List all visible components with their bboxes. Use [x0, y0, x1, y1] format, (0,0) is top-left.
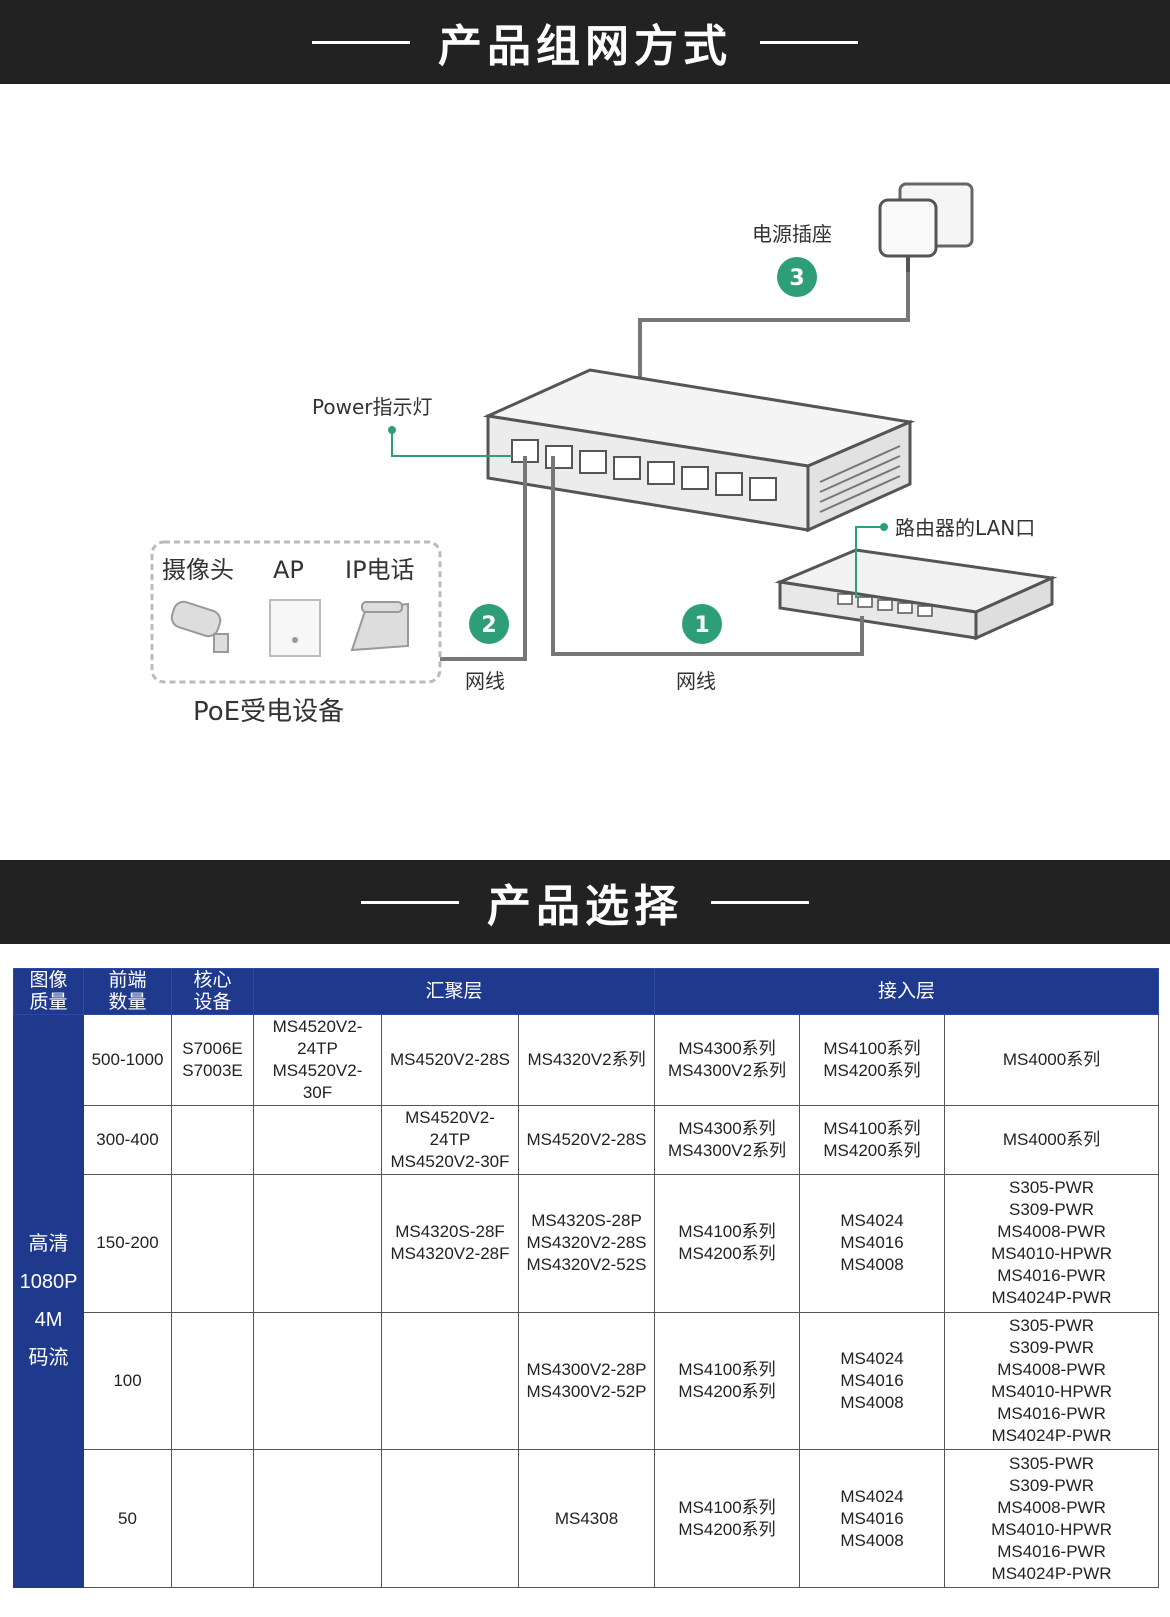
- quality-cell: 高清 1080P 4M 码流: [13, 1014, 84, 1588]
- banner-right-rule: [760, 40, 858, 44]
- table-cell-core: [171, 1105, 254, 1175]
- svg-text:3: 3: [789, 266, 804, 291]
- table-cell-acc2: MS4024 MS4016 MS4008: [799, 1173, 946, 1313]
- power-indicator-label: Power指示灯: [312, 395, 432, 419]
- network-diagram: 电源插座 3 Power指示灯 路: [150, 182, 1058, 727]
- table-cell-agg2: MS4520V2-28S: [381, 1013, 519, 1107]
- poe-device-ap-label: AP: [273, 556, 304, 584]
- table-cell-agg3: MS4300V2-28P MS4300V2-52P: [517, 1311, 656, 1451]
- table-cell-acc1: MS4100系列 MS4200系列: [654, 1449, 801, 1588]
- cable-1-label: 网线: [676, 669, 716, 693]
- table-cell-acc2: MS4100系列 MS4200系列: [799, 1105, 946, 1175]
- poe-device-camera-label: 摄像头: [162, 556, 234, 584]
- banner-left-rule: [361, 900, 459, 904]
- poe-devices-group-label: PoE受电设备: [193, 697, 344, 727]
- cable-2-label: 网线: [465, 669, 505, 693]
- table-cell-acc3: MS4000系列: [944, 1105, 1160, 1175]
- table-cell-acc2: MS4024 MS4016 MS4008: [799, 1449, 946, 1588]
- selection-section-title: 产品选择: [487, 881, 683, 932]
- banner-right-rule: [711, 900, 809, 904]
- table-cell-acc1: MS4100系列 MS4200系列: [654, 1173, 801, 1313]
- header-access: 接入层: [654, 968, 1160, 1015]
- table-cell-agg1: [253, 1311, 382, 1451]
- network-cable-1: [551, 456, 864, 656]
- table-cell-agg2: [381, 1449, 519, 1588]
- step-2-marker: 2: [469, 604, 509, 644]
- networking-section-title: 产品组网方式: [438, 21, 732, 72]
- table-cell-acc1: MS4300系列 MS4300V2系列: [654, 1013, 801, 1107]
- table-cell-acc3: S305-PWR S309-PWR MS4008-PWR MS4010-HPWR…: [944, 1449, 1160, 1588]
- table-cell-acc3: MS4000系列: [944, 1013, 1160, 1107]
- table-cell-count: 150-200: [83, 1173, 172, 1313]
- table-cell-agg2: MS4520V2- 24TP MS4520V2-30F: [381, 1105, 519, 1175]
- table-cell-count: 300-400: [83, 1105, 172, 1175]
- table-cell-agg2: [381, 1311, 519, 1451]
- power-cable: [638, 272, 910, 384]
- access-point-icon: [269, 599, 321, 657]
- step-1-marker: 1: [682, 604, 722, 644]
- table-cell-agg1: [253, 1173, 382, 1313]
- router-lan-label: 路由器的LAN口: [895, 516, 1035, 540]
- table-cell-agg3: MS4320V2系列: [517, 1013, 656, 1107]
- table-cell-agg3: MS4308: [517, 1449, 656, 1588]
- header-aggregation: 汇聚层: [252, 968, 656, 1015]
- router-icon: [774, 548, 1058, 641]
- camera-icon: [170, 600, 229, 653]
- table-cell-agg3: MS4320S-28P MS4320V2-28S MS4320V2-52S: [517, 1173, 656, 1313]
- table-cell-agg1: [253, 1105, 382, 1175]
- selection-section-banner: 产品选择: [0, 860, 1170, 944]
- networking-section-banner: 产品组网方式: [0, 0, 1170, 84]
- table-cell-core: [171, 1311, 254, 1451]
- table-cell-acc2: MS4100系列 MS4200系列: [799, 1013, 946, 1107]
- poe-device-phone-label: IP电话: [345, 556, 415, 584]
- header-count: 前端 数量: [83, 968, 172, 1015]
- banner-left-rule: [312, 40, 410, 44]
- table-cell-acc1: MS4300系列 MS4300V2系列: [654, 1105, 801, 1175]
- product-selection-table: 图像 质量 前端 数量 核心 设备 汇聚层 接入层 高清 1080P 4M 码流…: [13, 968, 1160, 1588]
- table-cell-agg1: MS4520V2- 24TP MS4520V2- 30F: [253, 1013, 382, 1107]
- power-indicator-leader: [391, 430, 512, 457]
- table-cell-count: 500-1000: [83, 1013, 172, 1107]
- table-cell-core: S7006E S7003E: [171, 1013, 254, 1107]
- svg-text:1: 1: [694, 613, 709, 638]
- poe-switch-icon: [482, 368, 916, 533]
- table-cell-agg3: MS4520V2-28S: [517, 1105, 656, 1175]
- header-quality: 图像 质量: [13, 968, 84, 1015]
- table-cell-count: 50: [83, 1449, 172, 1588]
- table-cell-agg2: MS4320S-28F MS4320V2-28F: [381, 1173, 519, 1313]
- table-header-row: 图像 质量 前端 数量 核心 设备 汇聚层 接入层: [13, 968, 1160, 1015]
- step-3-marker: 3: [777, 257, 817, 297]
- table-cell-core: [171, 1173, 254, 1313]
- network-cable-2: [440, 456, 527, 661]
- power-socket-label: 电源插座: [752, 222, 832, 246]
- table-cell-count: 100: [83, 1311, 172, 1451]
- table-cell-acc2: MS4024 MS4016 MS4008: [799, 1311, 946, 1451]
- table-cell-acc3: S305-PWR S309-PWR MS4008-PWR MS4010-HPWR…: [944, 1311, 1160, 1451]
- table-cell-agg1: [253, 1449, 382, 1588]
- router-lan-leader: [855, 526, 884, 598]
- header-core: 核心 设备: [171, 968, 254, 1015]
- power-adapter-icon: [878, 182, 974, 272]
- table-cell-acc1: MS4100系列 MS4200系列: [654, 1311, 801, 1451]
- table-cell-core: [171, 1449, 254, 1588]
- ip-phone-icon: [350, 601, 409, 652]
- table-cell-acc3: S305-PWR S309-PWR MS4008-PWR MS4010-HPWR…: [944, 1173, 1160, 1313]
- svg-text:2: 2: [481, 613, 496, 638]
